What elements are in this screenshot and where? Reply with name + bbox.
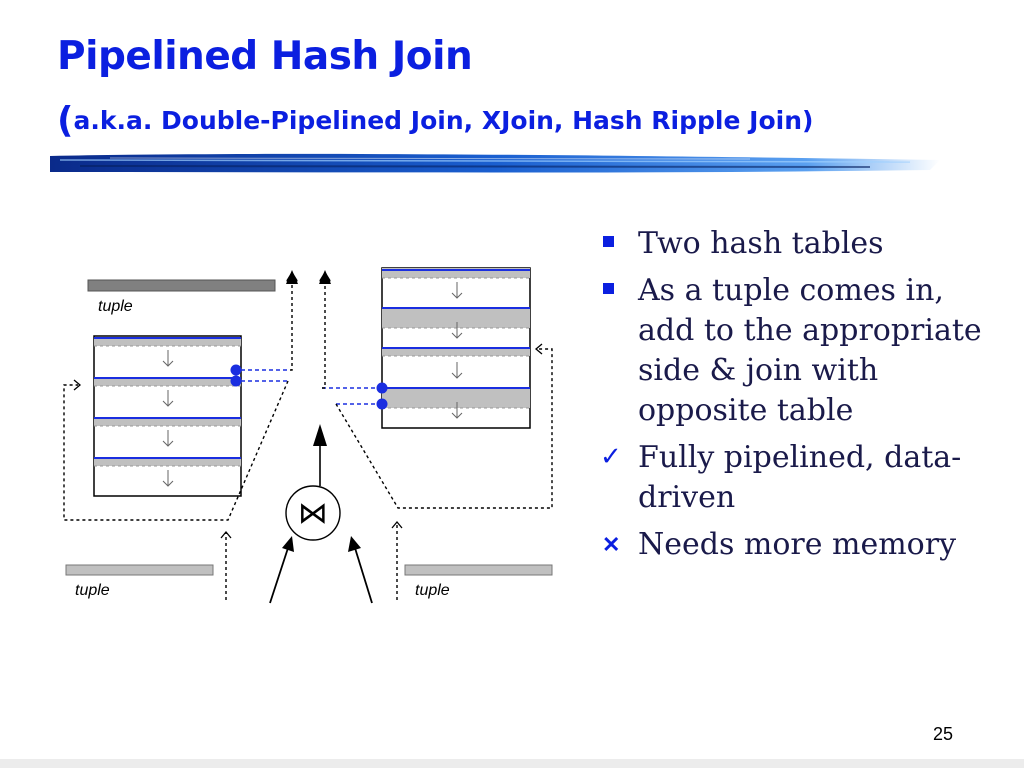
probe-links [241, 369, 382, 405]
bullet-text: Fully pipelined, data-driven [638, 440, 962, 515]
probe-dot [376, 382, 388, 394]
cross-icon: ✕ [602, 532, 621, 558]
right-input-arrow [354, 547, 373, 604]
bullet-list: Two hash tables As a tuple comes in, add… [600, 224, 1000, 572]
probe-dot [376, 398, 388, 410]
right-open-arrow [534, 343, 543, 355]
tuple-label-bottom-left: tuple [75, 582, 110, 599]
up-arrow-head [319, 270, 331, 284]
tuple-label-top-left: tuple [98, 298, 133, 315]
probe-dot [230, 364, 242, 376]
bullet-item: ✕ Needs more memory [600, 525, 1000, 565]
up-arrow-head [286, 270, 298, 284]
subtitle-open-paren: ( [57, 100, 74, 141]
output-paths [290, 276, 325, 389]
bullet-item: Two hash tables [600, 224, 1000, 264]
probe-dot [230, 375, 242, 387]
right-feed-arrow-icon [391, 520, 403, 529]
checkmark-icon: ✓ [600, 442, 622, 472]
left-hash-table [93, 335, 242, 497]
brush-stroke-divider [50, 153, 940, 173]
page-number: 25 [933, 724, 954, 744]
footer-strip [0, 759, 1024, 768]
left-feed-arrow-icon [220, 530, 232, 539]
tuple-bar-bottom-left [65, 564, 214, 576]
square-bullet-icon [603, 236, 614, 247]
tuple-label-bottom-right: tuple [415, 582, 450, 599]
slide-subtitle: (a.k.a. Double-Pipelined Join, XJoin, Ha… [57, 100, 813, 141]
slide-title: Pipelined Hash Join [57, 34, 473, 79]
crossing-paths [63, 348, 553, 521]
tuple-bar-top-left [87, 279, 276, 292]
square-bullet-icon [603, 283, 614, 294]
bullet-text: Needs more memory [638, 527, 957, 562]
bullet-text: As a tuple comes in, add to the appropri… [638, 273, 982, 428]
tuple-bar-bottom-right [404, 564, 553, 576]
bullet-text: Two hash tables [638, 226, 884, 261]
join-operator [285, 485, 341, 541]
left-open-arrow [73, 379, 82, 391]
subtitle-text: a.k.a. Double-Pipelined Join, XJoin, Has… [73, 106, 814, 135]
right-hash-table [381, 267, 531, 429]
bullet-item: As a tuple comes in, add to the appropri… [600, 271, 1000, 431]
left-input-arrow [269, 547, 289, 604]
join-symbol: ⋈ [298, 496, 328, 531]
bullet-item: ✓ Fully pipelined, data-driven [600, 438, 1000, 518]
